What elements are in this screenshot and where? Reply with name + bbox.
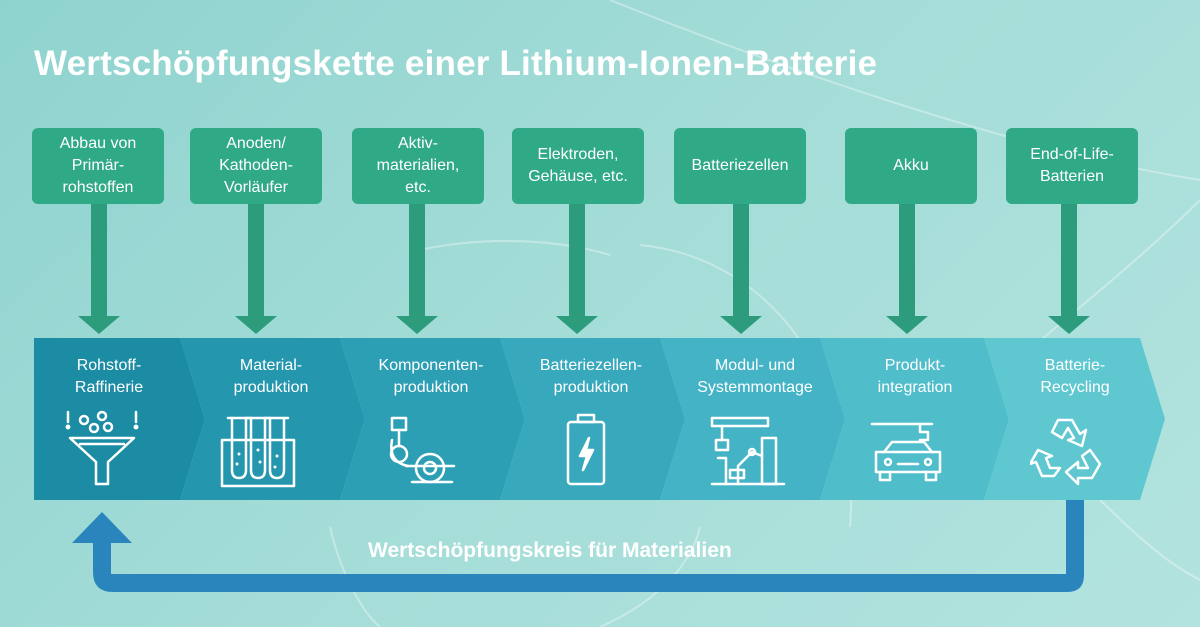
down-arrow-3 [396, 204, 438, 334]
input-label: Akku [893, 157, 929, 174]
recycling-icon [1030, 418, 1102, 486]
down-arrow-5 [720, 204, 762, 334]
stage-label-komponentenproduktion: Komponenten- produktion [378, 357, 484, 396]
loop-arrow [72, 500, 1084, 592]
stage-chevron-6 [820, 338, 1009, 500]
robot-assembly-icon [710, 416, 786, 486]
stage-chevron-4 [500, 338, 685, 500]
input-label: Anoden/ Kathoden- Vorläufer [219, 135, 293, 196]
stage-label-raffinerie: Rohstoff- Raffinerie [74, 357, 144, 396]
stage-label-systemmontage: Modul- und Systemmontage [697, 357, 813, 396]
down-arrow-1 [78, 204, 120, 334]
input-box-battery-pack: Akku [845, 128, 977, 204]
input-label: Elektroden, Gehäuse, etc. [528, 146, 628, 185]
input-box-primary-raw-materials: Abbau von Primär- rohstoffen [32, 128, 164, 204]
input-box-battery-cells: Batteriezellen [674, 128, 806, 204]
stage-label-zellproduktion: Batteriezellen- produktion [539, 357, 643, 396]
stage-label-materialproduktion: Material- produktion [233, 357, 309, 396]
input-label: End-of-Life- Batterien [1030, 146, 1114, 185]
down-arrow-7 [1048, 204, 1090, 334]
battery-icon [566, 413, 606, 486]
stage-chevron-7 [984, 338, 1165, 500]
stage-chevron-1 [34, 338, 205, 500]
test-tubes-icon [220, 416, 296, 488]
car-integration-icon [870, 422, 942, 482]
input-box-precursors: Anoden/ Kathoden- Vorläufer [190, 128, 322, 204]
loop-label: Wertschöpfungskreis für Materialien [368, 539, 732, 562]
down-arrow-6 [886, 204, 928, 334]
input-box-active-materials: Aktiv- materialien, etc. [352, 128, 484, 204]
stage-label-produktintegration: Produkt- integration [877, 357, 953, 396]
stage-chevron-3 [340, 338, 525, 500]
down-arrow-4 [556, 204, 598, 334]
input-label: Aktiv- materialien, etc. [376, 135, 460, 196]
input-label: Batteriezellen [691, 157, 789, 174]
component-machine-icon [389, 416, 456, 484]
input-box-electrodes: Elektroden, Gehäuse, etc. [512, 128, 644, 204]
stage-label-recycling: Batterie- Recycling [1040, 357, 1110, 396]
input-label: Abbau von Primär- rohstoffen [59, 135, 137, 196]
input-box-end-of-life: End-of-Life- Batterien [1006, 128, 1138, 204]
page-title: Wertschöpfungskette einer Lithium-Ionen-… [34, 44, 878, 83]
funnel-icon [65, 410, 139, 486]
down-arrow-2 [235, 204, 277, 334]
